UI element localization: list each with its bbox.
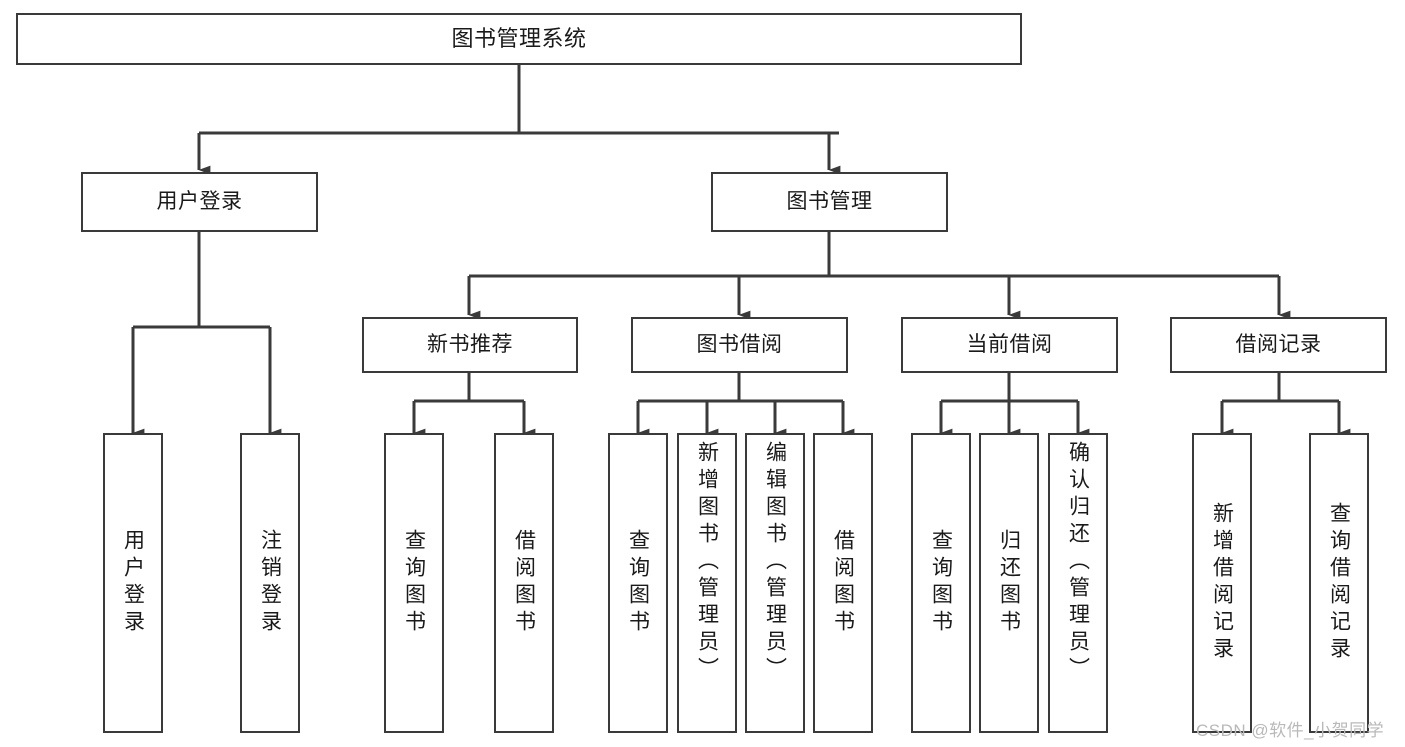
node-leaf-current-confirm-admin[interactable]: 确认归还（管理员） — [1048, 433, 1108, 733]
node-label: 用户登录 — [121, 529, 145, 637]
node-leaf-borrow-lend[interactable]: 借阅图书 — [813, 433, 873, 733]
node-label: 确认归还（管理员） — [1066, 441, 1090, 684]
node-leaf-borrow-edit-admin[interactable]: 编辑图书（管理员） — [745, 433, 805, 733]
node-leaf-user-login[interactable]: 用户登录 — [103, 433, 163, 733]
node-label: 借阅图书 — [831, 529, 855, 637]
node-new-book-recommend[interactable]: 新书推荐 — [362, 317, 578, 373]
node-label: 图书管理 — [786, 189, 873, 213]
node-leaf-record-query[interactable]: 查询借阅记录 — [1309, 433, 1369, 733]
node-label: 新增借阅记录 — [1210, 502, 1234, 664]
node-label: 借阅记录 — [1235, 332, 1322, 356]
node-label: 查询图书 — [626, 529, 650, 637]
node-borrow-records[interactable]: 借阅记录 — [1170, 317, 1387, 373]
node-leaf-newbook-borrow[interactable]: 借阅图书 — [494, 433, 554, 733]
node-label: 注销登录 — [258, 529, 282, 637]
node-leaf-borrow-query[interactable]: 查询图书 — [608, 433, 668, 733]
node-label: 新增图书（管理员） — [695, 441, 719, 684]
node-label: 查询图书 — [929, 529, 953, 637]
node-leaf-newbook-query[interactable]: 查询图书 — [384, 433, 444, 733]
node-book-management[interactable]: 图书管理 — [711, 172, 948, 232]
node-label: 查询图书 — [402, 529, 426, 637]
node-label: 用户登录 — [156, 189, 243, 213]
node-label: 归还图书 — [997, 529, 1021, 637]
node-book-borrow[interactable]: 图书借阅 — [631, 317, 848, 373]
node-label: 当前借阅 — [966, 332, 1053, 356]
node-label: 借阅图书 — [512, 529, 536, 637]
node-leaf-current-query[interactable]: 查询图书 — [911, 433, 971, 733]
node-leaf-borrow-add-admin[interactable]: 新增图书（管理员） — [677, 433, 737, 733]
node-leaf-current-return[interactable]: 归还图书 — [979, 433, 1039, 733]
node-leaf-user-logout[interactable]: 注销登录 — [240, 433, 300, 733]
node-current-borrow[interactable]: 当前借阅 — [901, 317, 1118, 373]
csdn-watermark: CSDN @软件_小贺同学 — [1196, 721, 1385, 740]
node-label: 查询借阅记录 — [1327, 502, 1351, 664]
node-label: 新书推荐 — [427, 332, 513, 356]
node-root-system[interactable]: 图书管理系统 — [16, 13, 1022, 65]
node-label: 图书借阅 — [696, 332, 783, 356]
node-label: 编辑图书（管理员） — [763, 441, 787, 684]
node-leaf-record-add[interactable]: 新增借阅记录 — [1192, 433, 1252, 733]
node-label: 图书管理系统 — [451, 26, 587, 52]
node-user-login[interactable]: 用户登录 — [81, 172, 318, 232]
